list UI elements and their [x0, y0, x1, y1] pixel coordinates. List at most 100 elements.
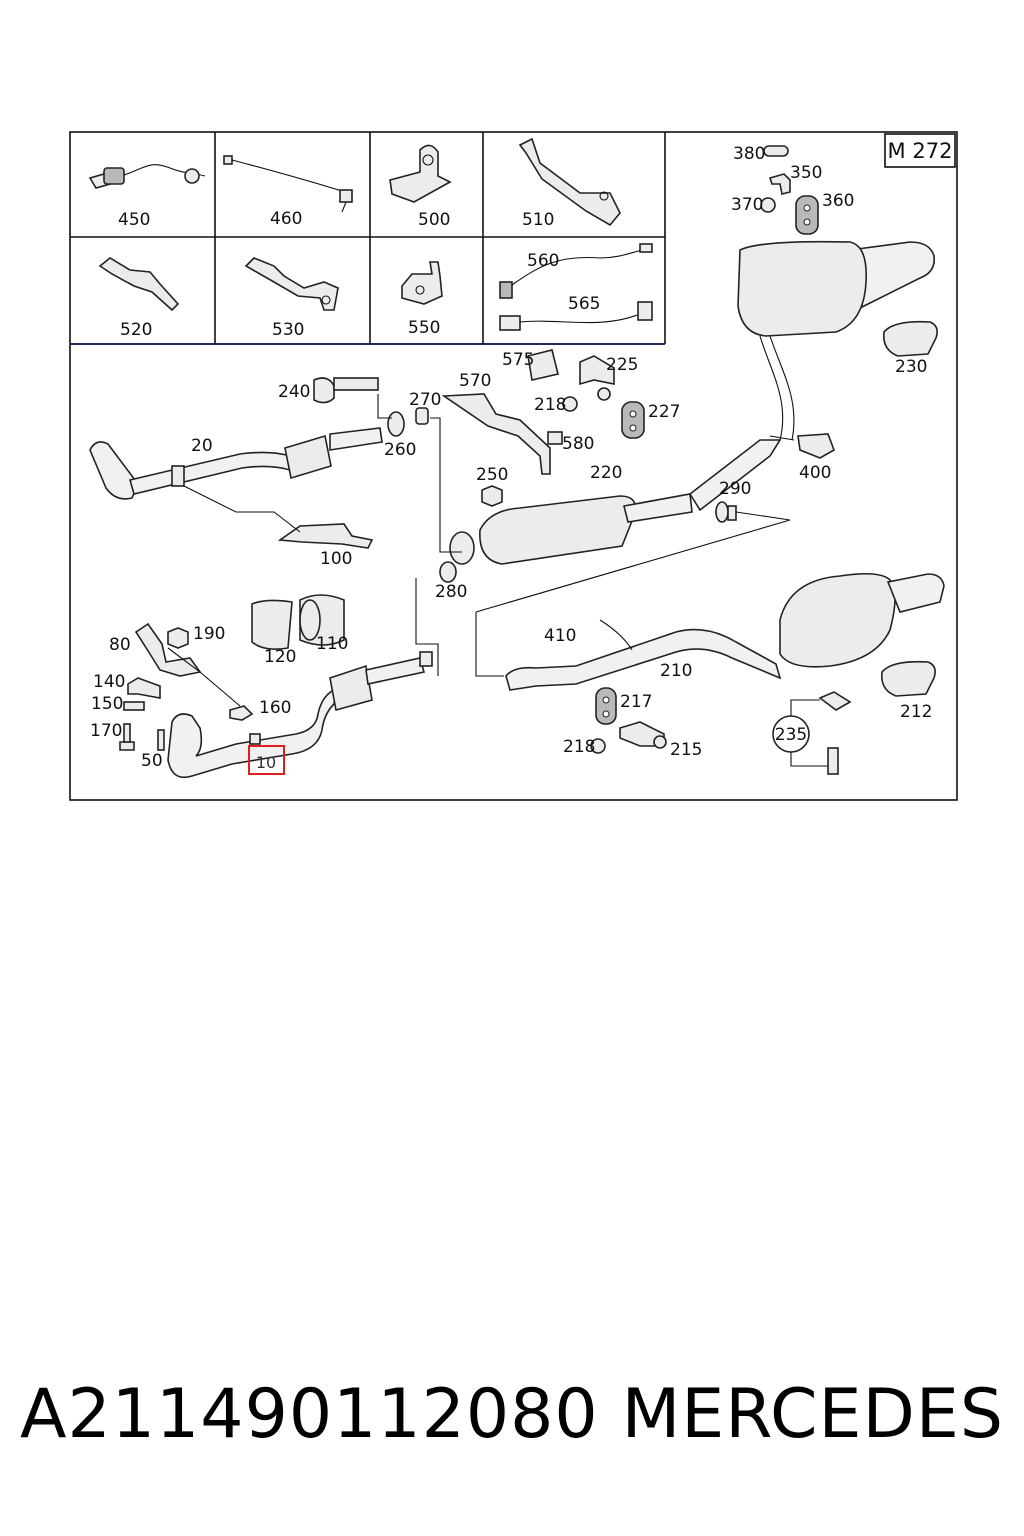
label-110: 110 — [316, 634, 348, 654]
label-227: 227 — [648, 402, 680, 422]
rubber-mount-227-icon — [621, 401, 645, 439]
label-500: 500 — [418, 210, 450, 230]
sensor-cable-560-icon — [499, 243, 653, 299]
label-160: 160 — [259, 698, 291, 718]
clip-235-icon — [772, 691, 852, 775]
center-muffler-220-icon — [479, 439, 782, 565]
label-520: 520 — [120, 320, 152, 340]
oxygen-sensor-450-icon — [88, 164, 206, 189]
label-350: 350 — [790, 163, 822, 183]
tail-pipe-cover-212-icon — [880, 660, 936, 697]
label-565: 565 — [568, 294, 600, 314]
hanger-380-icon — [763, 145, 789, 157]
front-pipe-20-icon — [89, 427, 383, 500]
part-labels: 450 460 500 510 520 530 550 560 565 380 … — [90, 144, 932, 771]
oxygen-sensor-460-icon — [223, 155, 353, 213]
label-370: 370 — [731, 195, 763, 215]
bolt-240-icon — [313, 377, 379, 404]
brand-name: MERCEDES — [621, 1375, 1004, 1454]
hanger-225-icon — [579, 355, 615, 401]
label-215: 215 — [670, 740, 702, 760]
label-560: 560 — [527, 251, 559, 271]
gasket-290-icon — [715, 501, 737, 523]
label-460: 460 — [270, 209, 302, 229]
hanger-215-icon — [619, 721, 667, 749]
label-170: 170 — [90, 721, 122, 741]
label-410: 410 — [544, 626, 576, 646]
heat-shield-110-icon — [299, 594, 345, 646]
gasket-270-icon — [415, 407, 429, 425]
label-218-top: 218 — [534, 395, 566, 415]
label-400: 400 — [799, 463, 831, 483]
clamp-550-icon — [401, 261, 443, 305]
label-120: 120 — [264, 647, 296, 667]
label-220: 220 — [590, 463, 622, 483]
rear-pipe-210-icon — [505, 619, 782, 691]
leader-lines — [167, 394, 791, 707]
nut-190-icon — [167, 627, 189, 649]
bracket-520-icon — [98, 257, 180, 312]
bracket-530-icon — [244, 257, 339, 311]
label-230: 230 — [895, 357, 927, 377]
label-225: 225 — [606, 355, 638, 375]
rubber-mount-360-icon — [795, 195, 819, 235]
label-530: 530 — [272, 320, 304, 340]
label-150: 150 — [91, 694, 123, 714]
label-80: 80 — [109, 635, 131, 655]
flange-280-icon — [439, 531, 475, 583]
rear-muffler-right-icon — [737, 240, 936, 441]
rear-muffler-left-icon — [779, 572, 945, 668]
clip-575-icon — [527, 349, 559, 381]
bracket-510-icon — [518, 137, 621, 227]
exhaust-system-diagram: M 272 — [69, 131, 958, 801]
label-570: 570 — [459, 371, 491, 391]
nut-218-bottom-icon — [590, 738, 606, 754]
tail-pipe-cover-230-icon — [882, 320, 938, 357]
label-218-bottom: 218 — [563, 737, 595, 757]
label-20: 20 — [191, 436, 213, 456]
stud-350-icon — [768, 173, 791, 195]
highlighted-part-label: 10 — [256, 753, 276, 772]
bracket-100-icon — [277, 523, 374, 549]
diagram-frame — [69, 131, 958, 801]
nut-370-icon — [760, 197, 776, 213]
inset-grid — [70, 132, 666, 345]
sensor-400-icon — [769, 433, 835, 459]
label-575: 575 — [502, 350, 534, 370]
label-550: 550 — [408, 318, 440, 338]
nut-250-icon — [481, 485, 503, 507]
label-450: 450 — [118, 210, 150, 230]
label-280: 280 — [435, 582, 467, 602]
footer: A211490112080 MERCEDES — [20, 1375, 1004, 1465]
label-212: 212 — [900, 702, 932, 722]
label-240: 240 — [278, 382, 310, 402]
label-217: 217 — [620, 692, 652, 712]
label-260: 260 — [384, 440, 416, 460]
label-235: 235 — [775, 725, 807, 745]
clip-160-icon — [229, 705, 254, 721]
bolt-580-icon — [547, 431, 563, 445]
label-210: 210 — [660, 661, 692, 681]
bolt-50-icon — [157, 729, 165, 751]
model-code: M 272 — [888, 139, 953, 163]
label-360: 360 — [822, 191, 854, 211]
bolt-150-icon — [123, 701, 145, 711]
gasket-260-icon — [387, 411, 405, 437]
highlight-box-10 — [248, 745, 285, 775]
part-number: A211490112080 — [20, 1375, 599, 1454]
label-250: 250 — [476, 465, 508, 485]
bracket-80-icon — [134, 622, 202, 677]
heat-shield-120-icon — [251, 599, 293, 650]
rubber-mount-217-icon — [595, 687, 617, 725]
label-510: 510 — [522, 210, 554, 230]
clamp-140-icon — [127, 677, 161, 699]
model-code-box — [884, 133, 956, 168]
front-pipe-10-icon — [167, 651, 433, 779]
label-140: 140 — [93, 672, 125, 692]
label-190: 190 — [193, 624, 225, 644]
label-290: 290 — [719, 479, 751, 499]
label-100: 100 — [320, 549, 352, 569]
bolt-170-icon — [119, 723, 135, 751]
label-380: 380 — [733, 144, 765, 164]
label-50: 50 — [141, 751, 163, 771]
